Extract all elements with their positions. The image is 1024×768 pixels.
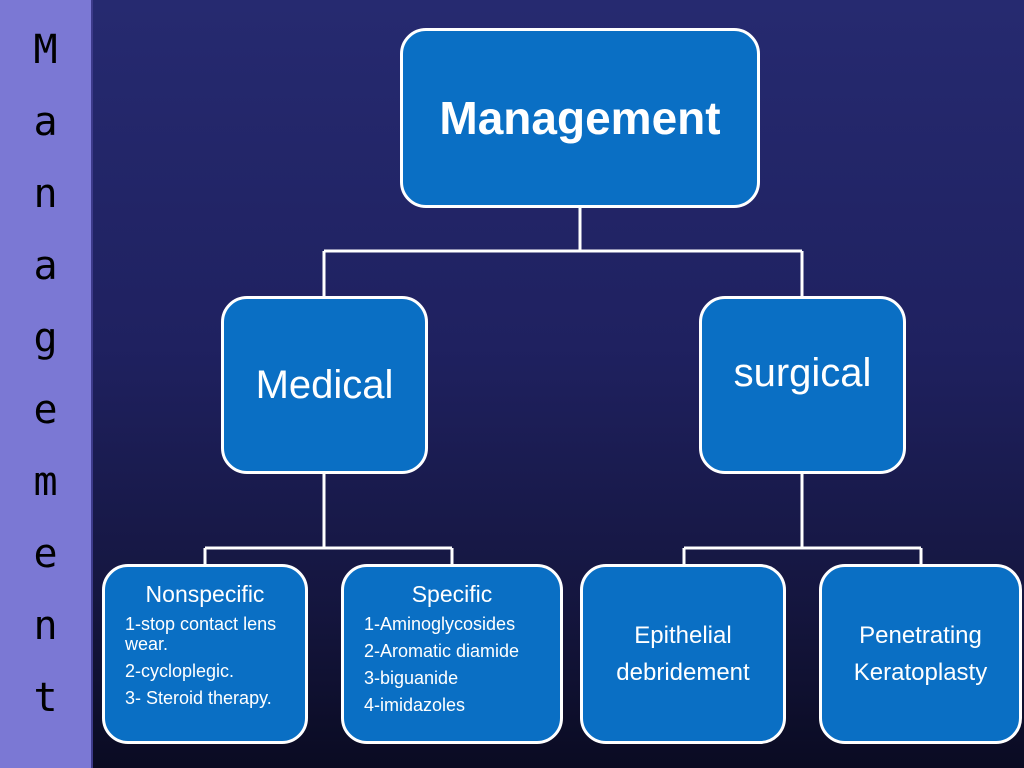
penetrating-label-line1: Penetrating <box>859 622 982 649</box>
vertical-title-letter: n <box>33 603 58 649</box>
epithelial-label-line2: debridement <box>616 659 750 686</box>
vertical-title-bar: M a n a g e m e n t <box>0 0 93 768</box>
nonspecific-node: Nonspecific 1-stop contact lens wear. 2-… <box>102 564 308 744</box>
medical-node: Medical <box>221 296 428 474</box>
vertical-title-letter: e <box>33 531 58 577</box>
penetrating-label-line2: Keratoplasty <box>853 659 988 686</box>
vertical-title-letter: e <box>33 387 58 433</box>
epithelial-label-line1: Epithelial <box>634 622 732 649</box>
list-item: 3- Steroid therapy. <box>125 688 272 708</box>
vertical-title-letter: t <box>33 675 58 721</box>
list-item: 2-Aromatic diamide <box>364 641 520 661</box>
vertical-title-letter: m <box>33 459 58 505</box>
surgical-label: surgical <box>733 351 872 395</box>
list-item: 4-imidazoles <box>364 695 466 715</box>
specific-node: Specific 1-Aminoglycosides 2-Aromatic di… <box>341 564 563 744</box>
specific-title: Specific <box>411 581 493 607</box>
penetrating-keratoplasty-node: Penetrating Keratoplasty <box>819 564 1022 744</box>
nonspecific-list: 1-stop contact lens wear. 2-cycloplegic.… <box>105 614 305 708</box>
vertical-title-letter: g <box>33 315 58 361</box>
specific-list: 1-Aminoglycosides 2-Aromatic diamide 3-b… <box>344 614 560 715</box>
nonspecific-title: Nonspecific <box>145 581 265 607</box>
management-node: Management <box>400 28 760 208</box>
vertical-title-letter: M <box>33 27 58 73</box>
list-item: 1-Aminoglycosides <box>364 614 516 634</box>
list-item: 3-biguanide <box>364 668 459 688</box>
surgical-node: surgical <box>699 296 906 474</box>
list-item: 1-stop contact lens wear. <box>125 614 277 654</box>
medical-label: Medical <box>255 362 394 407</box>
vertical-title-letter: a <box>33 99 58 145</box>
vertical-title-letter: a <box>33 243 58 289</box>
epithelial-debridement-node: Epithelial debridement <box>580 564 786 744</box>
management-label: Management <box>439 92 721 144</box>
vertical-title-letter: n <box>33 171 58 217</box>
list-item: 2-cycloplegic. <box>125 661 235 681</box>
